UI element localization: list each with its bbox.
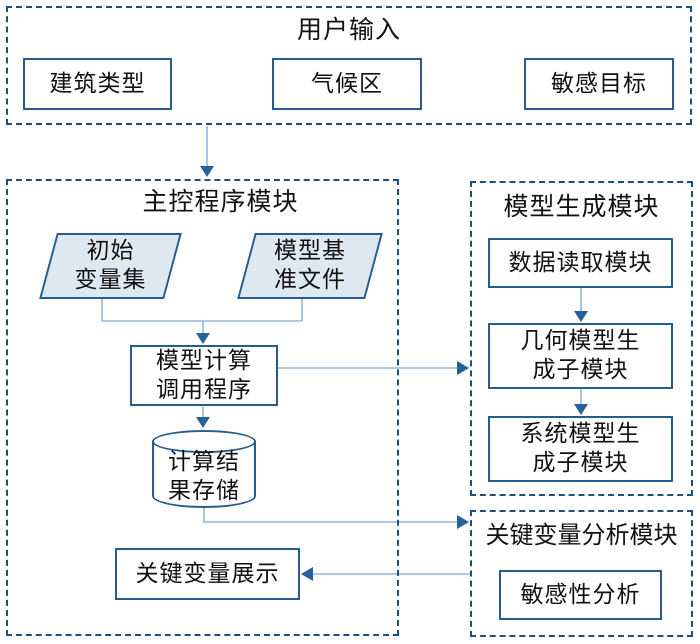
node-key-variable-display: 关键变量展示 (115, 548, 300, 600)
node-system-model-submodule: 系统模型生 成子模块 (488, 416, 673, 482)
module-user-input: 用户输入 建筑类型 气候区 敏感目标 (6, 6, 692, 125)
module-user-input-title: 用户输入 (296, 15, 401, 44)
arrowhead-merge-to-calc (196, 333, 210, 344)
node-geometry-model-submodule: 几何模型生 成子模块 (488, 323, 673, 389)
node-result-storage: 计算结 果存储 (152, 430, 256, 508)
module-main-control-title: 主控程序模块 (142, 187, 299, 216)
node-data-reading: 数据读取模块 (488, 238, 673, 288)
edge-storage-to-analysis (203, 506, 460, 523)
module-model-generation-title: 模型生成模块 (503, 192, 660, 221)
node-sensitivity-analysis: 敏感性分析 (499, 570, 662, 620)
module-key-variable-analysis-title: 关键变量分析模块 (485, 521, 678, 549)
arrowhead-datareading-to-geometry (574, 311, 588, 322)
node-model-calc-caller: 模型计算 调用程序 (130, 345, 278, 406)
module-model-generation: 模型生成模块 数据读取模块 几何模型生 成子模块 系统模型生 成子模块 (470, 181, 693, 496)
edge-parallelograms-merge (101, 297, 303, 336)
node-result-storage-label: 计算结 果存储 (168, 449, 240, 504)
module-main-control: 主控程序模块 初始 变量集 模型基 准文件 模型计算 调用程序 计算结 果存储 … (6, 179, 399, 636)
node-model-baseline-file: 模型基 准文件 (237, 233, 383, 299)
arrowhead-calc-to-storage (196, 417, 210, 428)
parallelogram-label-wrap: 初始 变量集 (50, 235, 171, 297)
arrowhead-storage-to-analysis (457, 515, 469, 529)
arrowhead-calc-to-generation (457, 361, 469, 375)
arrowhead-userinput-to-main (200, 166, 214, 177)
node-initial-variable-set-label: 初始 变量集 (74, 238, 147, 293)
parallelogram-label-wrap: 模型基 准文件 (248, 235, 372, 297)
node-climate-zone: 气候区 (272, 58, 422, 110)
arrowhead-geometry-to-system (574, 404, 588, 415)
cylinder-top-ellipse (152, 430, 256, 453)
node-building-type: 建筑类型 (23, 58, 172, 110)
node-sensitive-target: 敏感目标 (524, 58, 674, 110)
node-model-baseline-file-label: 模型基 准文件 (274, 238, 346, 293)
module-key-variable-analysis: 关键变量分析模块 敏感性分析 (470, 510, 693, 637)
node-initial-variable-set: 初始 变量集 (39, 233, 182, 299)
arrowhead-analysis-to-display (301, 567, 313, 581)
